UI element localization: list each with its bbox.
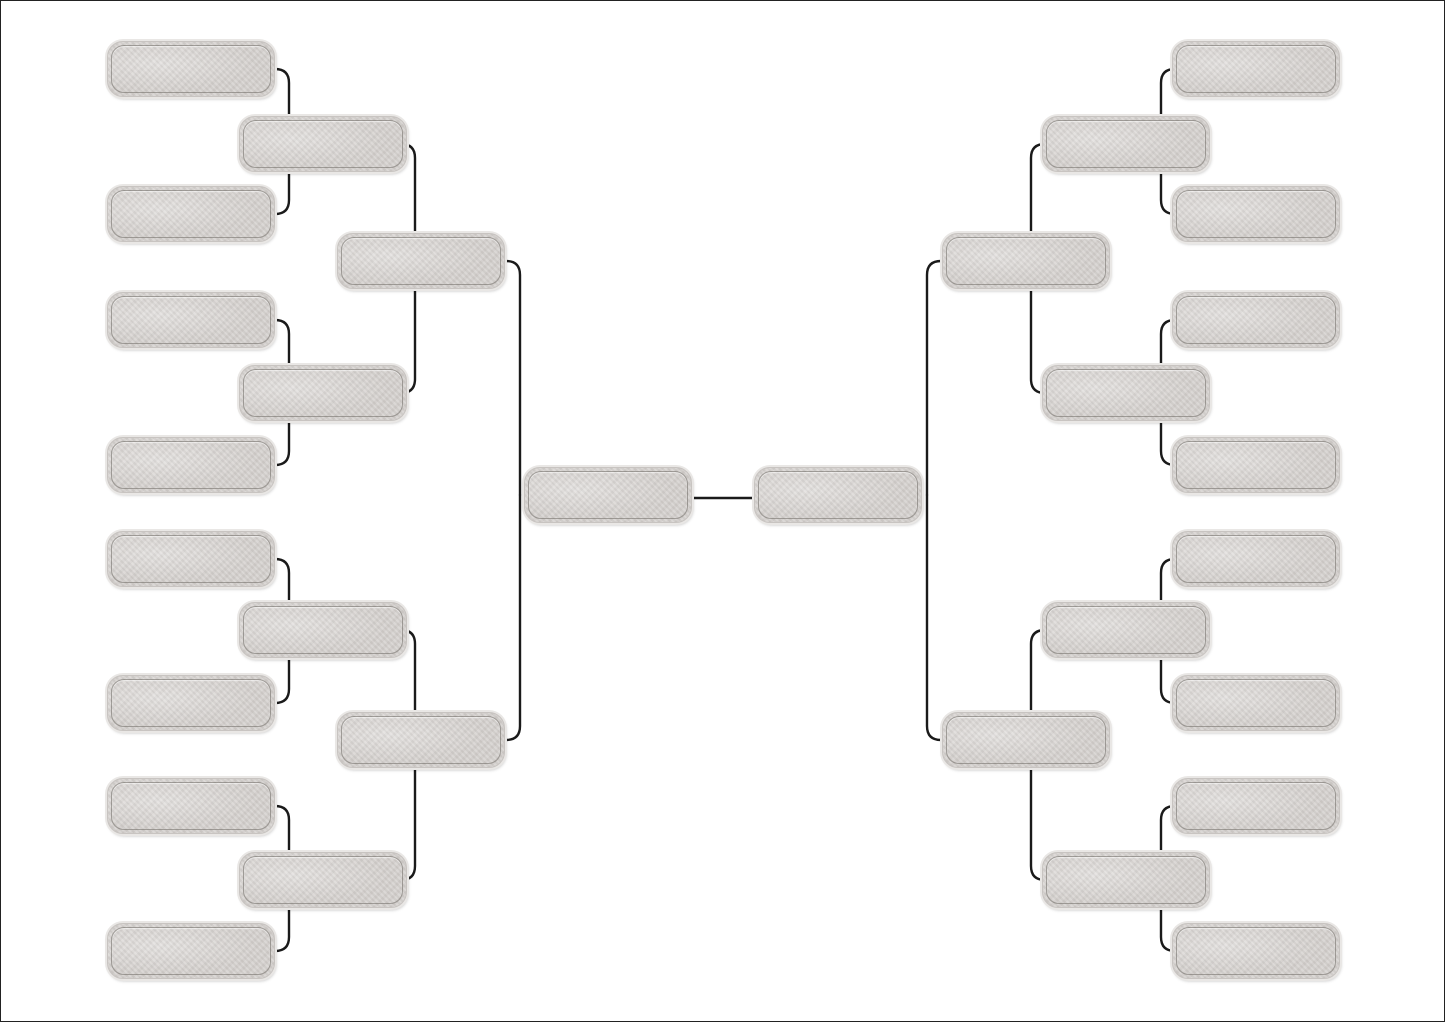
left-round2-slot-3[interactable]: [239, 602, 407, 658]
left-connector-r1-4: [263, 391, 291, 467]
left-connector-r1-6: [263, 628, 291, 705]
left-connector-r1-1: [263, 67, 291, 146]
left-round2-slot-2[interactable]: [239, 365, 407, 421]
left-connector-r1-5: [263, 557, 291, 632]
left-round1-slot-3[interactable]: [107, 292, 275, 348]
left-connector-r1-3: [263, 318, 291, 395]
left-connector-r3-2: [493, 493, 522, 742]
left-round3-slot-1[interactable]: [337, 233, 505, 289]
left-round1-slot-6[interactable]: [107, 675, 275, 731]
left-connector-r1-2: [263, 142, 291, 216]
left-round1-slot-4[interactable]: [107, 437, 275, 493]
left-round1-slot-1[interactable]: [107, 41, 275, 97]
left-round4-slot-1[interactable]: [524, 467, 692, 523]
left-round2-slot-4[interactable]: [239, 852, 407, 908]
right-round1-slot-4[interactable]: [1172, 437, 1340, 493]
right-round2-slot-1[interactable]: [1042, 116, 1210, 172]
left-round3-slot-2[interactable]: [337, 712, 505, 768]
right-round1-slot-6[interactable]: [1172, 675, 1340, 731]
right-round1-slot-5[interactable]: [1172, 531, 1340, 587]
right-connector-r3-1: [925, 259, 954, 497]
right-connector-r3-2: [925, 493, 954, 742]
right-round2-slot-2[interactable]: [1042, 365, 1210, 421]
left-round1-slot-2[interactable]: [107, 186, 275, 242]
right-round2-slot-3[interactable]: [1042, 602, 1210, 658]
left-round1-slot-8[interactable]: [107, 923, 275, 979]
right-round1-slot-3[interactable]: [1172, 292, 1340, 348]
left-connector-r3-1: [493, 259, 522, 497]
right-round1-slot-1[interactable]: [1172, 41, 1340, 97]
left-round1-slot-5[interactable]: [107, 531, 275, 587]
right-round4-slot-1[interactable]: [754, 467, 922, 523]
right-round1-slot-8[interactable]: [1172, 923, 1340, 979]
right-round3-slot-2[interactable]: [942, 712, 1110, 768]
right-round2-slot-4[interactable]: [1042, 852, 1210, 908]
left-round2-slot-1[interactable]: [239, 116, 407, 172]
left-connector-r1-8: [263, 878, 291, 953]
left-connector-r1-7: [263, 804, 291, 882]
right-round3-slot-1[interactable]: [942, 233, 1110, 289]
right-round1-slot-7[interactable]: [1172, 778, 1340, 834]
right-round1-slot-2[interactable]: [1172, 186, 1340, 242]
left-round1-slot-7[interactable]: [107, 778, 275, 834]
